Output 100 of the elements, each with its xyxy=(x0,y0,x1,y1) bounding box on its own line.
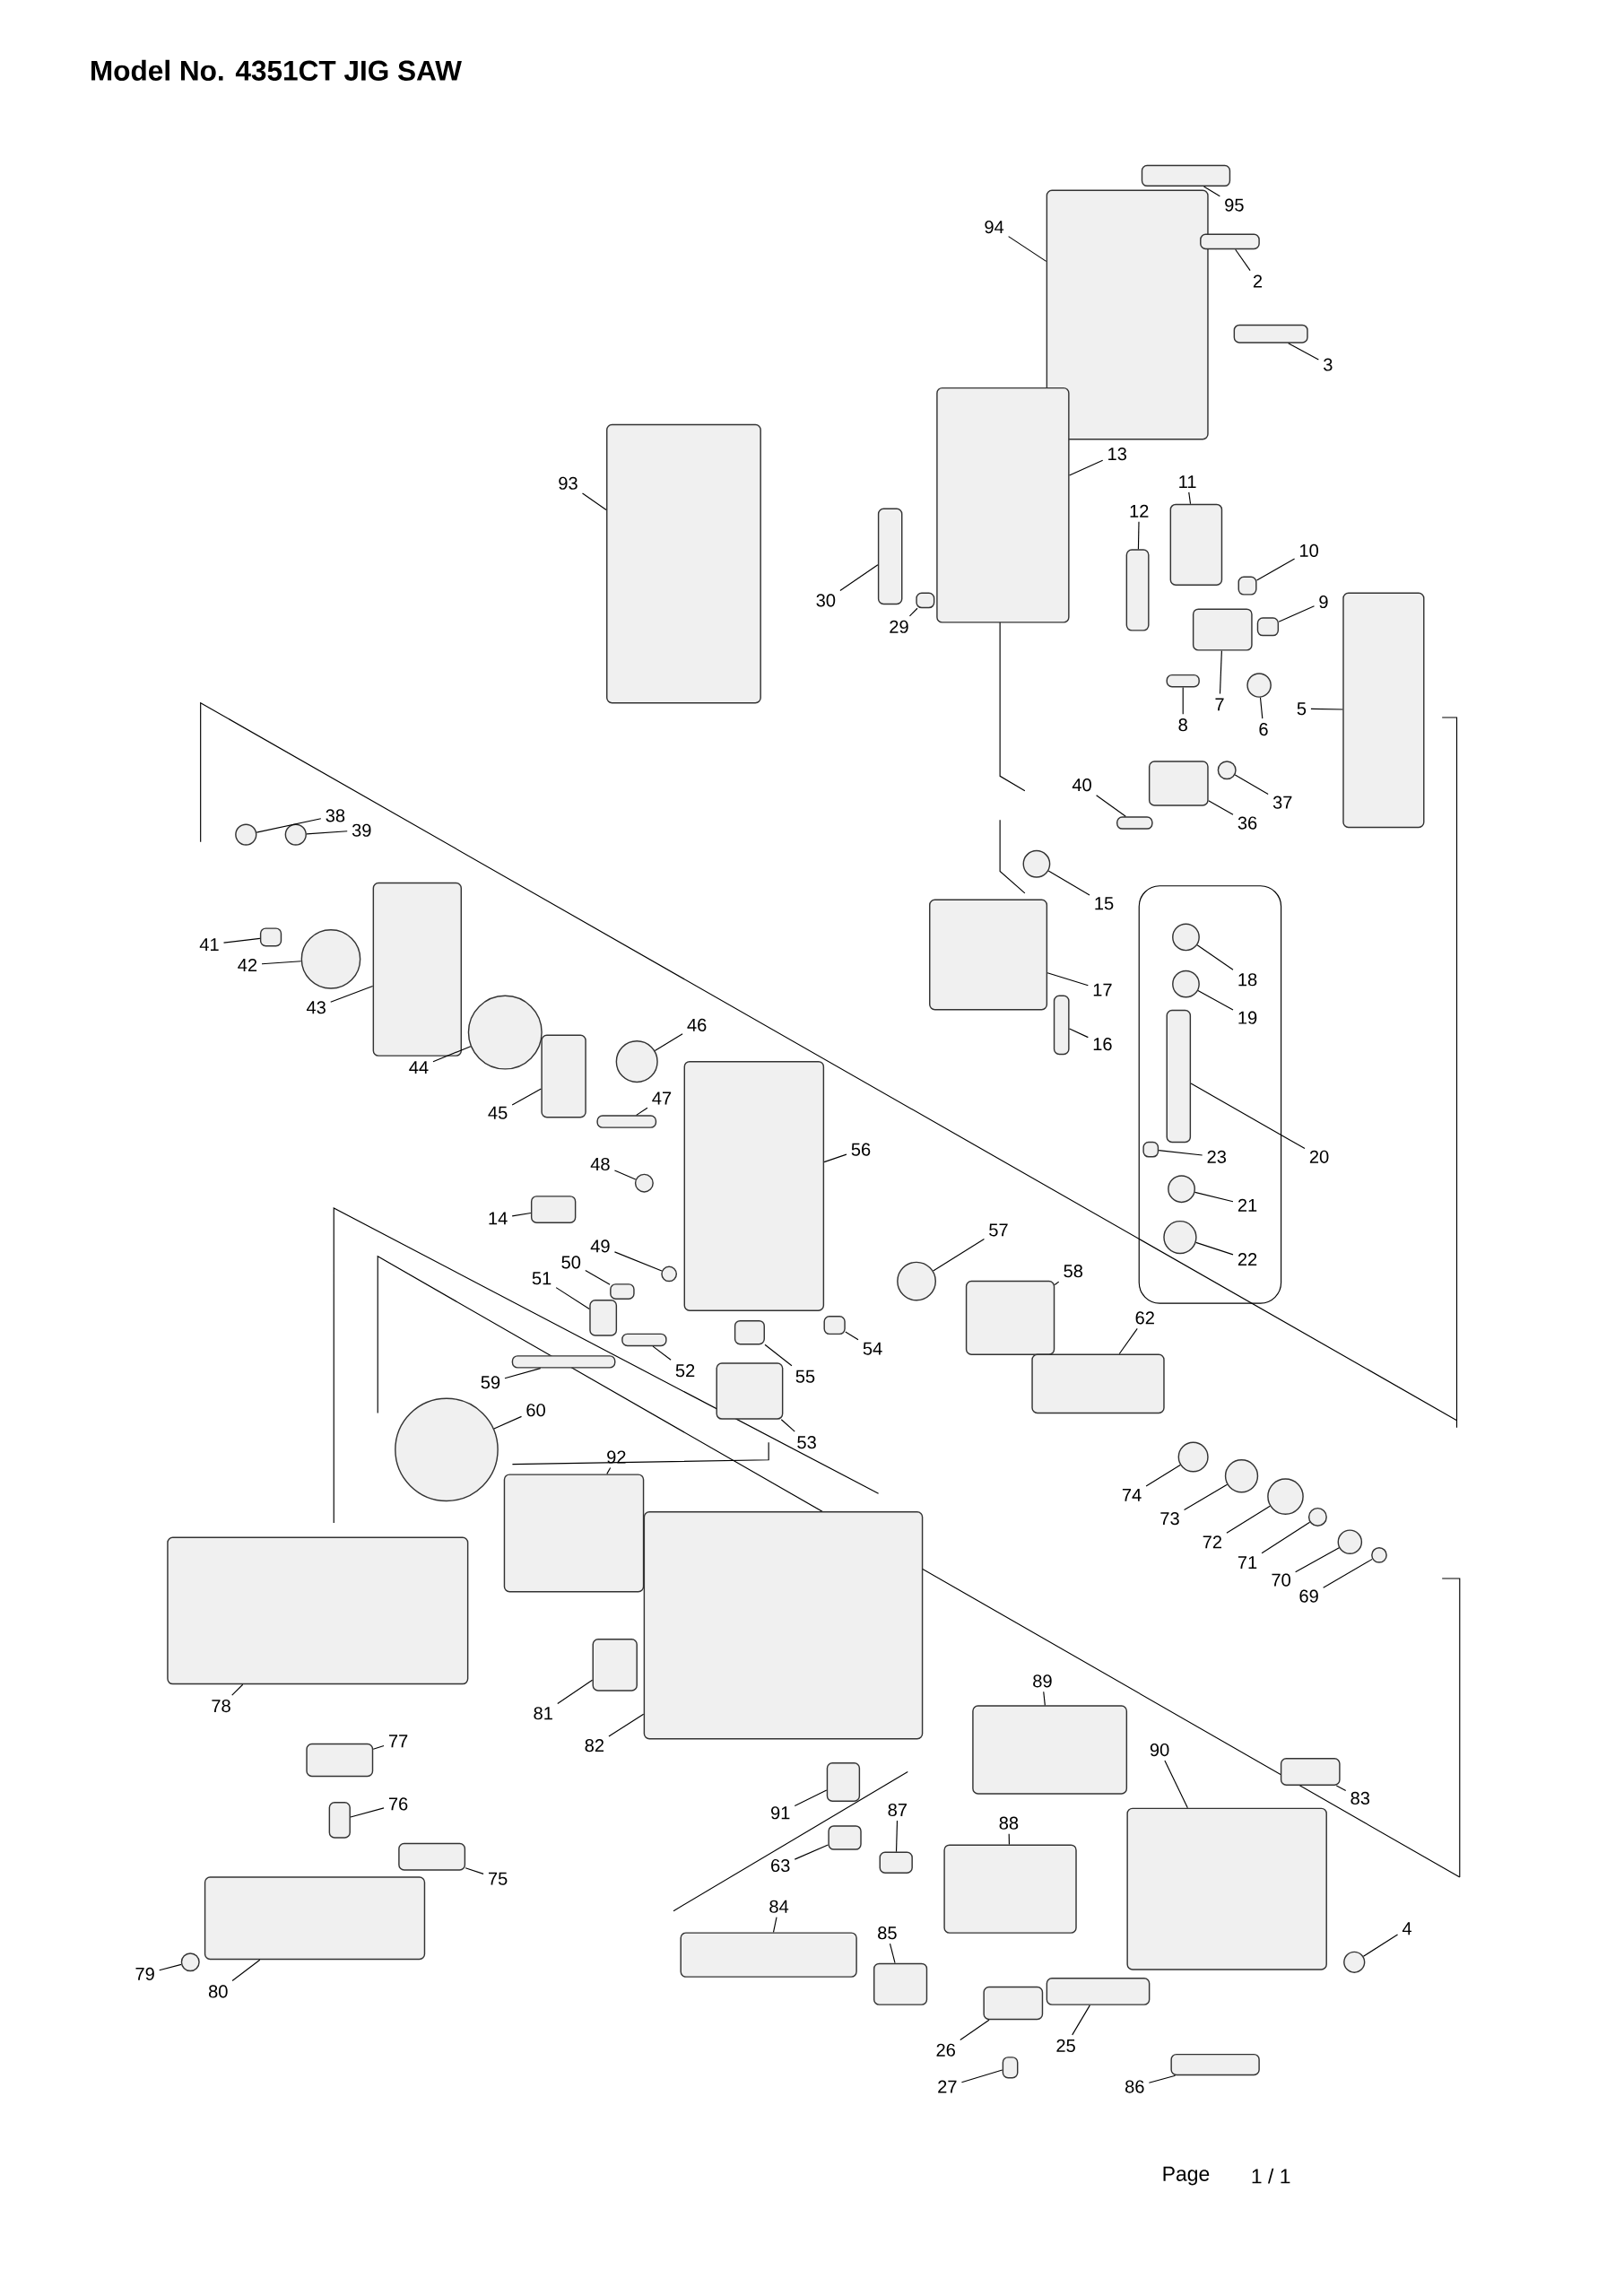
part-drawing xyxy=(878,508,903,605)
part-drawing xyxy=(1141,164,1231,187)
callout-number: 9 xyxy=(1319,595,1328,609)
leader-line xyxy=(780,1419,795,1432)
leader-line xyxy=(1295,1547,1341,1573)
part-drawing xyxy=(589,1300,618,1336)
leader-line xyxy=(614,1251,663,1272)
leader-line xyxy=(1145,1464,1181,1487)
callout-number: 62 xyxy=(1135,1311,1155,1325)
callout-number: 93 xyxy=(559,476,578,490)
leader-line xyxy=(1226,1505,1271,1534)
leader-line xyxy=(350,1807,385,1818)
part-drawing xyxy=(661,1265,678,1283)
callout-number: 20 xyxy=(1310,1150,1329,1163)
part-drawing xyxy=(873,1962,928,2005)
callout-number: 23 xyxy=(1207,1150,1227,1163)
callout-number: 83 xyxy=(1350,1791,1370,1805)
leader-line xyxy=(1203,186,1221,197)
leader-line xyxy=(652,1345,672,1361)
title: Model No. 4351CT JIG SAW xyxy=(91,59,463,81)
callout-number: 78 xyxy=(212,1700,230,1713)
callout-number: 12 xyxy=(1130,504,1149,517)
part-drawing xyxy=(1225,1459,1259,1493)
part-drawing xyxy=(1200,233,1260,250)
part-drawing xyxy=(643,1511,924,1740)
page-number: Page xyxy=(1163,2166,1210,2186)
leader-line xyxy=(1335,1785,1347,1791)
callout-number: 60 xyxy=(526,1404,546,1417)
callout-number: 58 xyxy=(1064,1265,1083,1278)
callout-number: 38 xyxy=(326,809,345,822)
callout-number: 70 xyxy=(1272,1573,1291,1587)
leader-line xyxy=(933,1238,986,1272)
callout-number: 95 xyxy=(1225,198,1244,212)
callout-number: 25 xyxy=(1056,2039,1076,2052)
callout-number: 76 xyxy=(389,1797,408,1811)
part-drawing xyxy=(621,1333,667,1347)
part-drawing xyxy=(1125,549,1150,631)
callout-number: 42 xyxy=(238,958,257,971)
leader-line xyxy=(1234,774,1269,795)
callout-number: 3 xyxy=(1324,358,1333,371)
part-drawing xyxy=(1233,324,1308,344)
leader-line xyxy=(504,1368,542,1379)
part-drawing xyxy=(1217,761,1237,780)
part-drawing xyxy=(683,1060,825,1311)
leader-line xyxy=(493,1415,523,1430)
leader-line xyxy=(1197,989,1234,1011)
leader-line xyxy=(823,1153,847,1163)
leader-line xyxy=(1235,248,1251,272)
callout-number: 40 xyxy=(1073,778,1092,792)
callout-number: 8 xyxy=(1178,718,1188,732)
part-drawing xyxy=(635,1173,655,1193)
part-drawing xyxy=(897,1261,937,1301)
part-drawing xyxy=(972,1705,1128,1795)
leader-line xyxy=(1190,1083,1306,1150)
leader-line xyxy=(585,1269,611,1285)
callout-number: 18 xyxy=(1238,973,1257,987)
part-drawing xyxy=(929,899,1048,1011)
part-drawing xyxy=(1170,2053,1260,2076)
part-drawing xyxy=(1371,1547,1388,1563)
callout-number: 87 xyxy=(888,1803,908,1817)
part-drawing xyxy=(716,1362,784,1420)
callout-number: 81 xyxy=(534,1707,553,1720)
callout-number: 53 xyxy=(797,1436,817,1449)
part-drawing xyxy=(511,1355,616,1369)
callout-number: 74 xyxy=(1123,1489,1142,1501)
part-drawing xyxy=(1172,970,1201,998)
part-drawing xyxy=(328,1802,352,1839)
leader-line xyxy=(1047,870,1090,896)
leader-line xyxy=(960,2019,990,2041)
leader-line xyxy=(1195,1241,1234,1256)
page-number: 1 / 1 xyxy=(1252,2168,1290,2184)
callout-number: 71 xyxy=(1238,1556,1257,1569)
part-drawing xyxy=(284,823,308,846)
leader-line xyxy=(1196,944,1234,970)
part-drawing xyxy=(1054,995,1070,1056)
leader-line xyxy=(511,1212,532,1217)
callout-number: 45 xyxy=(488,1106,508,1119)
callout-number: 75 xyxy=(489,1872,508,1885)
leader-line xyxy=(1188,491,1192,505)
leader-line xyxy=(1069,459,1104,476)
leader-line xyxy=(511,1088,543,1106)
leader-line xyxy=(773,1917,777,1933)
leader-line xyxy=(1310,708,1344,710)
callout-number: 11 xyxy=(1179,475,1196,489)
leader-line xyxy=(231,1683,244,1696)
part-drawing xyxy=(1342,592,1425,829)
callout-number: 56 xyxy=(851,1143,871,1156)
callout-number: 88 xyxy=(999,1816,1019,1830)
callout-number: 80 xyxy=(209,1985,228,1998)
part-drawing xyxy=(503,1474,645,1593)
part-drawing xyxy=(1163,1220,1197,1255)
leader-line xyxy=(845,1331,859,1341)
part-drawing xyxy=(260,927,282,947)
part-drawing xyxy=(943,1844,1077,1934)
callout-number: 26 xyxy=(936,2043,956,2057)
leader-line xyxy=(896,1820,899,1853)
part-drawing xyxy=(966,1280,1055,1355)
part-drawing xyxy=(680,1932,857,1978)
leader-line xyxy=(961,2069,1003,2083)
leader-line xyxy=(1220,650,1223,695)
